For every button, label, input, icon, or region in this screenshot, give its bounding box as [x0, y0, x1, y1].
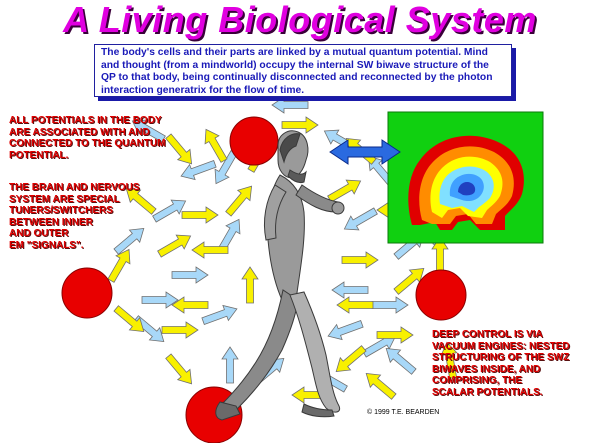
red-node: [415, 269, 467, 321]
copyright-notice: © 1999 T.E. BEARDEN: [367, 409, 439, 416]
copyright-icon: ©: [367, 409, 373, 416]
brain-head-contour-map: [387, 111, 544, 244]
note-potentials: ALL POTENTIALS IN THE BODY ARE ASSOCIATE…: [9, 115, 166, 161]
note-control: DEEP CONTROL IS VIA VACUUM ENGINES: NEST…: [432, 329, 570, 398]
info-box: The body's cells and their parts are lin…: [94, 44, 512, 97]
walking-man-figure: [215, 130, 345, 421]
page-title: A Living Biological System: [63, 0, 537, 40]
copyright-text: 1999 T.E. BEARDEN: [374, 409, 440, 416]
red-node: [229, 116, 279, 166]
note-brain: THE BRAIN AND NERVOUS SYSTEM ARE SPECIAL…: [9, 182, 140, 251]
double-headed-arrow: [329, 139, 401, 165]
red-node: [61, 267, 113, 319]
